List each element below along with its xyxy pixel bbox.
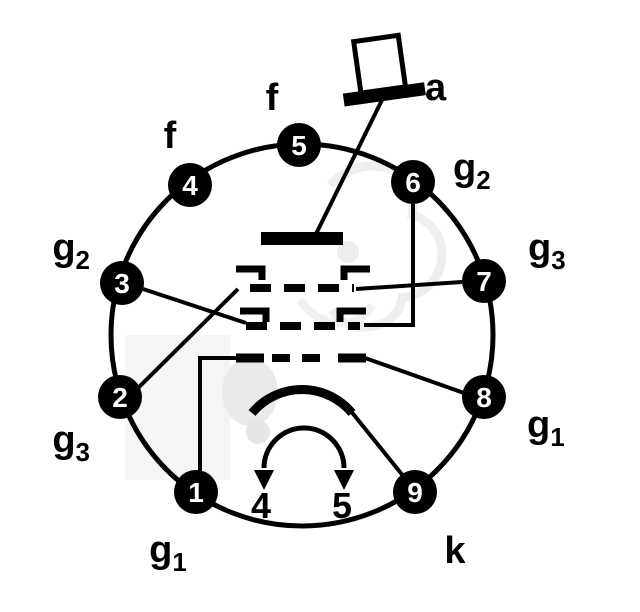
heater-pin-right-number: 5 <box>332 485 352 526</box>
pin-8-label: g1 <box>527 404 565 452</box>
top-cap-insulator <box>350 32 409 96</box>
pin-9: 9 <box>393 470 437 514</box>
pin-1-dot <box>174 470 218 514</box>
pin-4: 4 <box>168 163 212 207</box>
pin-9-dot <box>393 470 437 514</box>
pin-2-dot <box>98 375 142 419</box>
grid-g2-left-support <box>240 307 270 322</box>
pin-1: 1 <box>174 470 218 514</box>
pin-8-dot <box>462 375 506 419</box>
grid-g2 <box>240 307 366 330</box>
pin-7: 7 <box>462 259 506 303</box>
pin-7-dot <box>462 259 506 303</box>
grid-g3 <box>236 265 370 292</box>
heater-arrow-right <box>334 470 354 490</box>
pin-4-label: f <box>164 115 177 157</box>
pin-8-number: 8 <box>476 382 492 413</box>
pin1-to-g1-line <box>198 356 237 472</box>
pin-3-dot <box>100 261 144 305</box>
heater-arch <box>261 425 347 469</box>
pin6-to-g2-line <box>364 204 415 327</box>
pin-2-label: g3 <box>52 419 90 467</box>
anode-to-cap-line <box>313 99 384 237</box>
pin-5-dot <box>277 123 321 167</box>
pin2-to-g3-line <box>136 287 240 390</box>
pin-2-number: 2 <box>112 382 128 413</box>
pin9-to-cathode-line <box>348 408 406 479</box>
pin-3: 3 <box>100 261 144 305</box>
cathode-arc <box>248 385 356 416</box>
pin-5-label: f <box>266 77 279 119</box>
pin-4-dot <box>168 163 212 207</box>
pin-1-number: 1 <box>188 477 204 508</box>
pin-6-number: 6 <box>405 167 421 198</box>
pin8-to-g1-line <box>364 356 465 395</box>
pin-9-label: k <box>444 530 466 572</box>
pin-3-label: g2 <box>52 227 90 275</box>
heater-arrow-left <box>254 470 274 490</box>
pin-7-number: 7 <box>476 266 492 297</box>
pin3-to-g2-line <box>142 287 247 325</box>
pin-4-number: 4 <box>182 170 198 201</box>
pin-8: 8 <box>462 375 506 419</box>
pin-1-label: g1 <box>149 529 187 577</box>
pin7-to-g3-line <box>355 280 463 291</box>
grid-g2-right-support <box>336 307 366 322</box>
top-cap <box>342 32 426 107</box>
top-cap-bar <box>342 82 426 107</box>
pin-2: 2 <box>98 375 142 419</box>
grid-g3-left-support <box>236 265 266 280</box>
heater-pin-left-number: 4 <box>251 485 271 526</box>
top-cap-label: a <box>425 67 447 109</box>
internal-connection-lines <box>136 99 465 479</box>
pin-3-number: 3 <box>114 268 130 299</box>
pin-5: 5 <box>277 123 321 167</box>
pin-5-number: 5 <box>291 130 307 161</box>
pin-7-label: g3 <box>528 227 566 275</box>
pin-6: 6 <box>391 160 435 204</box>
anode-plate <box>261 232 343 245</box>
pin-6-dot <box>391 160 435 204</box>
heater: 4 5 <box>251 425 354 526</box>
grid-g3-right-support <box>340 265 370 280</box>
pin-6-label: g2 <box>453 147 491 195</box>
pin-9-number: 9 <box>407 477 423 508</box>
